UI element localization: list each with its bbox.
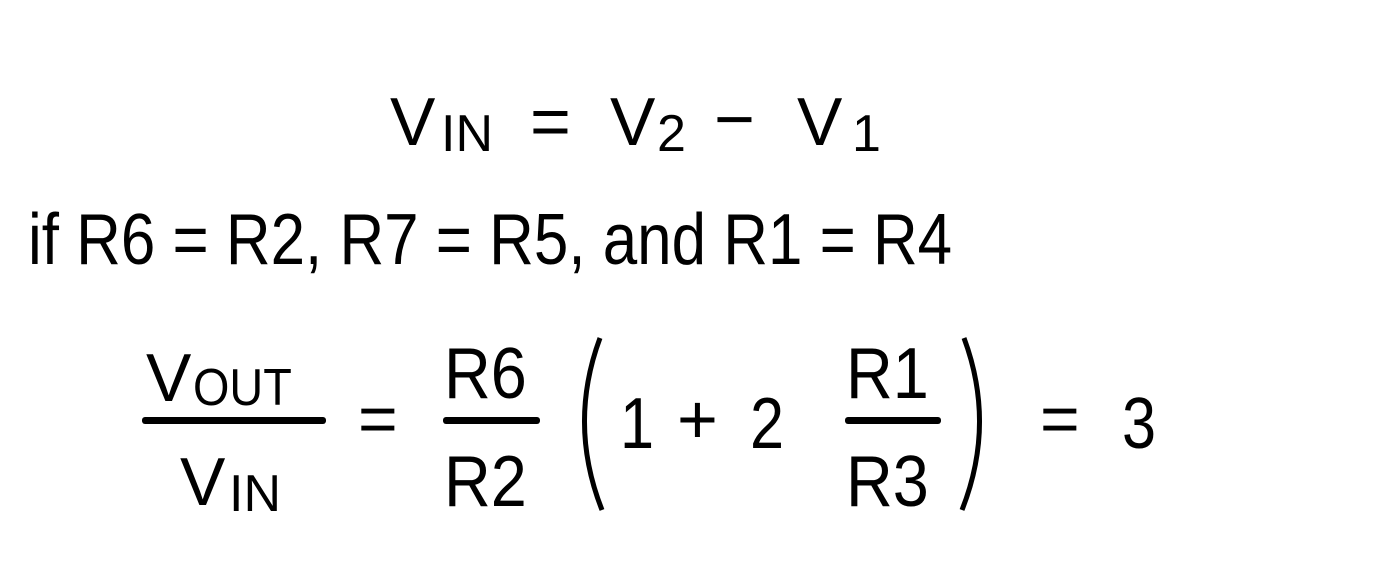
open-parenthesis — [582, 337, 605, 511]
vin-subscript: IN — [229, 465, 281, 523]
vin-symbol: V — [180, 444, 226, 520]
result-value: 3 — [1122, 384, 1157, 464]
digit-one: 1 — [620, 384, 655, 464]
r2-denominator: R2 — [444, 442, 527, 522]
r1-r3-fraction-bar — [845, 417, 941, 424]
lhs-fraction-bar — [142, 417, 326, 424]
vout-subscript: OUT — [193, 359, 292, 417]
plus-sign: + — [677, 380, 718, 458]
equals-sign: = — [358, 381, 398, 457]
minus-sign: − — [714, 80, 755, 158]
r6-numerator: R6 — [444, 334, 527, 414]
vout-symbol: V — [146, 340, 192, 416]
v2-subscript: 2 — [657, 105, 686, 163]
v-in-symbol: V — [390, 84, 436, 160]
r3-denominator: R3 — [846, 442, 929, 522]
r6-r2-fraction-bar — [443, 417, 540, 424]
v1-symbol: V — [797, 84, 843, 160]
digit-two: 2 — [750, 384, 785, 464]
v-in-subscript: IN — [441, 105, 493, 163]
r1-numerator: R1 — [846, 334, 929, 414]
resistor-condition-text: if R6 = R2, R7 = R5, and R1 = R4 — [28, 200, 953, 280]
v1-subscript: 1 — [852, 105, 881, 163]
equals-sign-result: = — [1040, 381, 1080, 457]
close-parenthesis — [959, 337, 982, 511]
equals-sign: = — [530, 82, 571, 160]
v2-symbol: V — [610, 84, 656, 160]
